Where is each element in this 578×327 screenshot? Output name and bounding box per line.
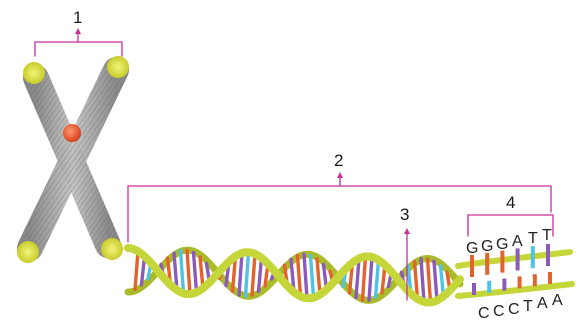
base-pair-rung <box>421 259 424 302</box>
bottom-strand-sequence: C C C T A A <box>478 292 563 322</box>
base-pair-rung <box>428 259 431 303</box>
base-pair-rung <box>311 255 314 297</box>
bracket-1 <box>35 42 122 56</box>
telomere-bottom-right <box>101 238 123 260</box>
bottom-base-6: A <box>552 292 563 309</box>
arrowhead-1 <box>75 28 81 34</box>
base-pair-rung <box>434 261 437 300</box>
label-gene: 3 <box>400 205 409 224</box>
bottom-base-4: T <box>523 298 533 315</box>
base-pair-rung <box>259 258 262 291</box>
top-base-3: G <box>496 236 508 253</box>
arrowhead-2 <box>337 172 343 178</box>
base-pair-rung <box>239 253 242 295</box>
top-base-2: G <box>481 238 493 255</box>
bottom-base-3: C <box>508 301 520 318</box>
telomere-top-right <box>107 56 129 78</box>
base-pair-rung <box>181 251 184 294</box>
top-base-4: A <box>512 233 523 250</box>
centromere <box>63 124 81 142</box>
bracket-4 <box>468 215 553 236</box>
bottom-base-5: A <box>537 295 548 312</box>
telomere-top-left <box>23 62 45 84</box>
top-strand-sequence: G G G A T T <box>466 227 552 257</box>
bottom-base-1: C <box>478 305 490 322</box>
bracket-2 <box>128 186 551 242</box>
base-pair-rung <box>135 251 138 289</box>
top-base-5: T <box>528 230 538 247</box>
base-pair-rung <box>317 259 320 295</box>
base-pair-rung <box>252 254 255 295</box>
base-pair-rung <box>363 257 366 301</box>
base-pair-rung <box>187 250 190 294</box>
label-dna-molecule: 2 <box>334 151 343 170</box>
base-pair-rung <box>304 254 307 298</box>
arrowhead-3 <box>404 228 410 234</box>
base-pair-rung <box>246 252 249 296</box>
top-base-1: G <box>466 240 478 257</box>
base-pair-rung <box>369 257 372 300</box>
base-pair-rung <box>194 253 197 293</box>
label-chromosome: 1 <box>73 8 82 27</box>
top-base-6: T <box>542 227 552 244</box>
base-pair-rung <box>376 260 379 298</box>
chromosome <box>17 56 129 263</box>
bottom-base-2: C <box>493 303 505 320</box>
telomere-bottom-left <box>17 241 39 263</box>
label-base-sequence: 4 <box>506 193 515 212</box>
